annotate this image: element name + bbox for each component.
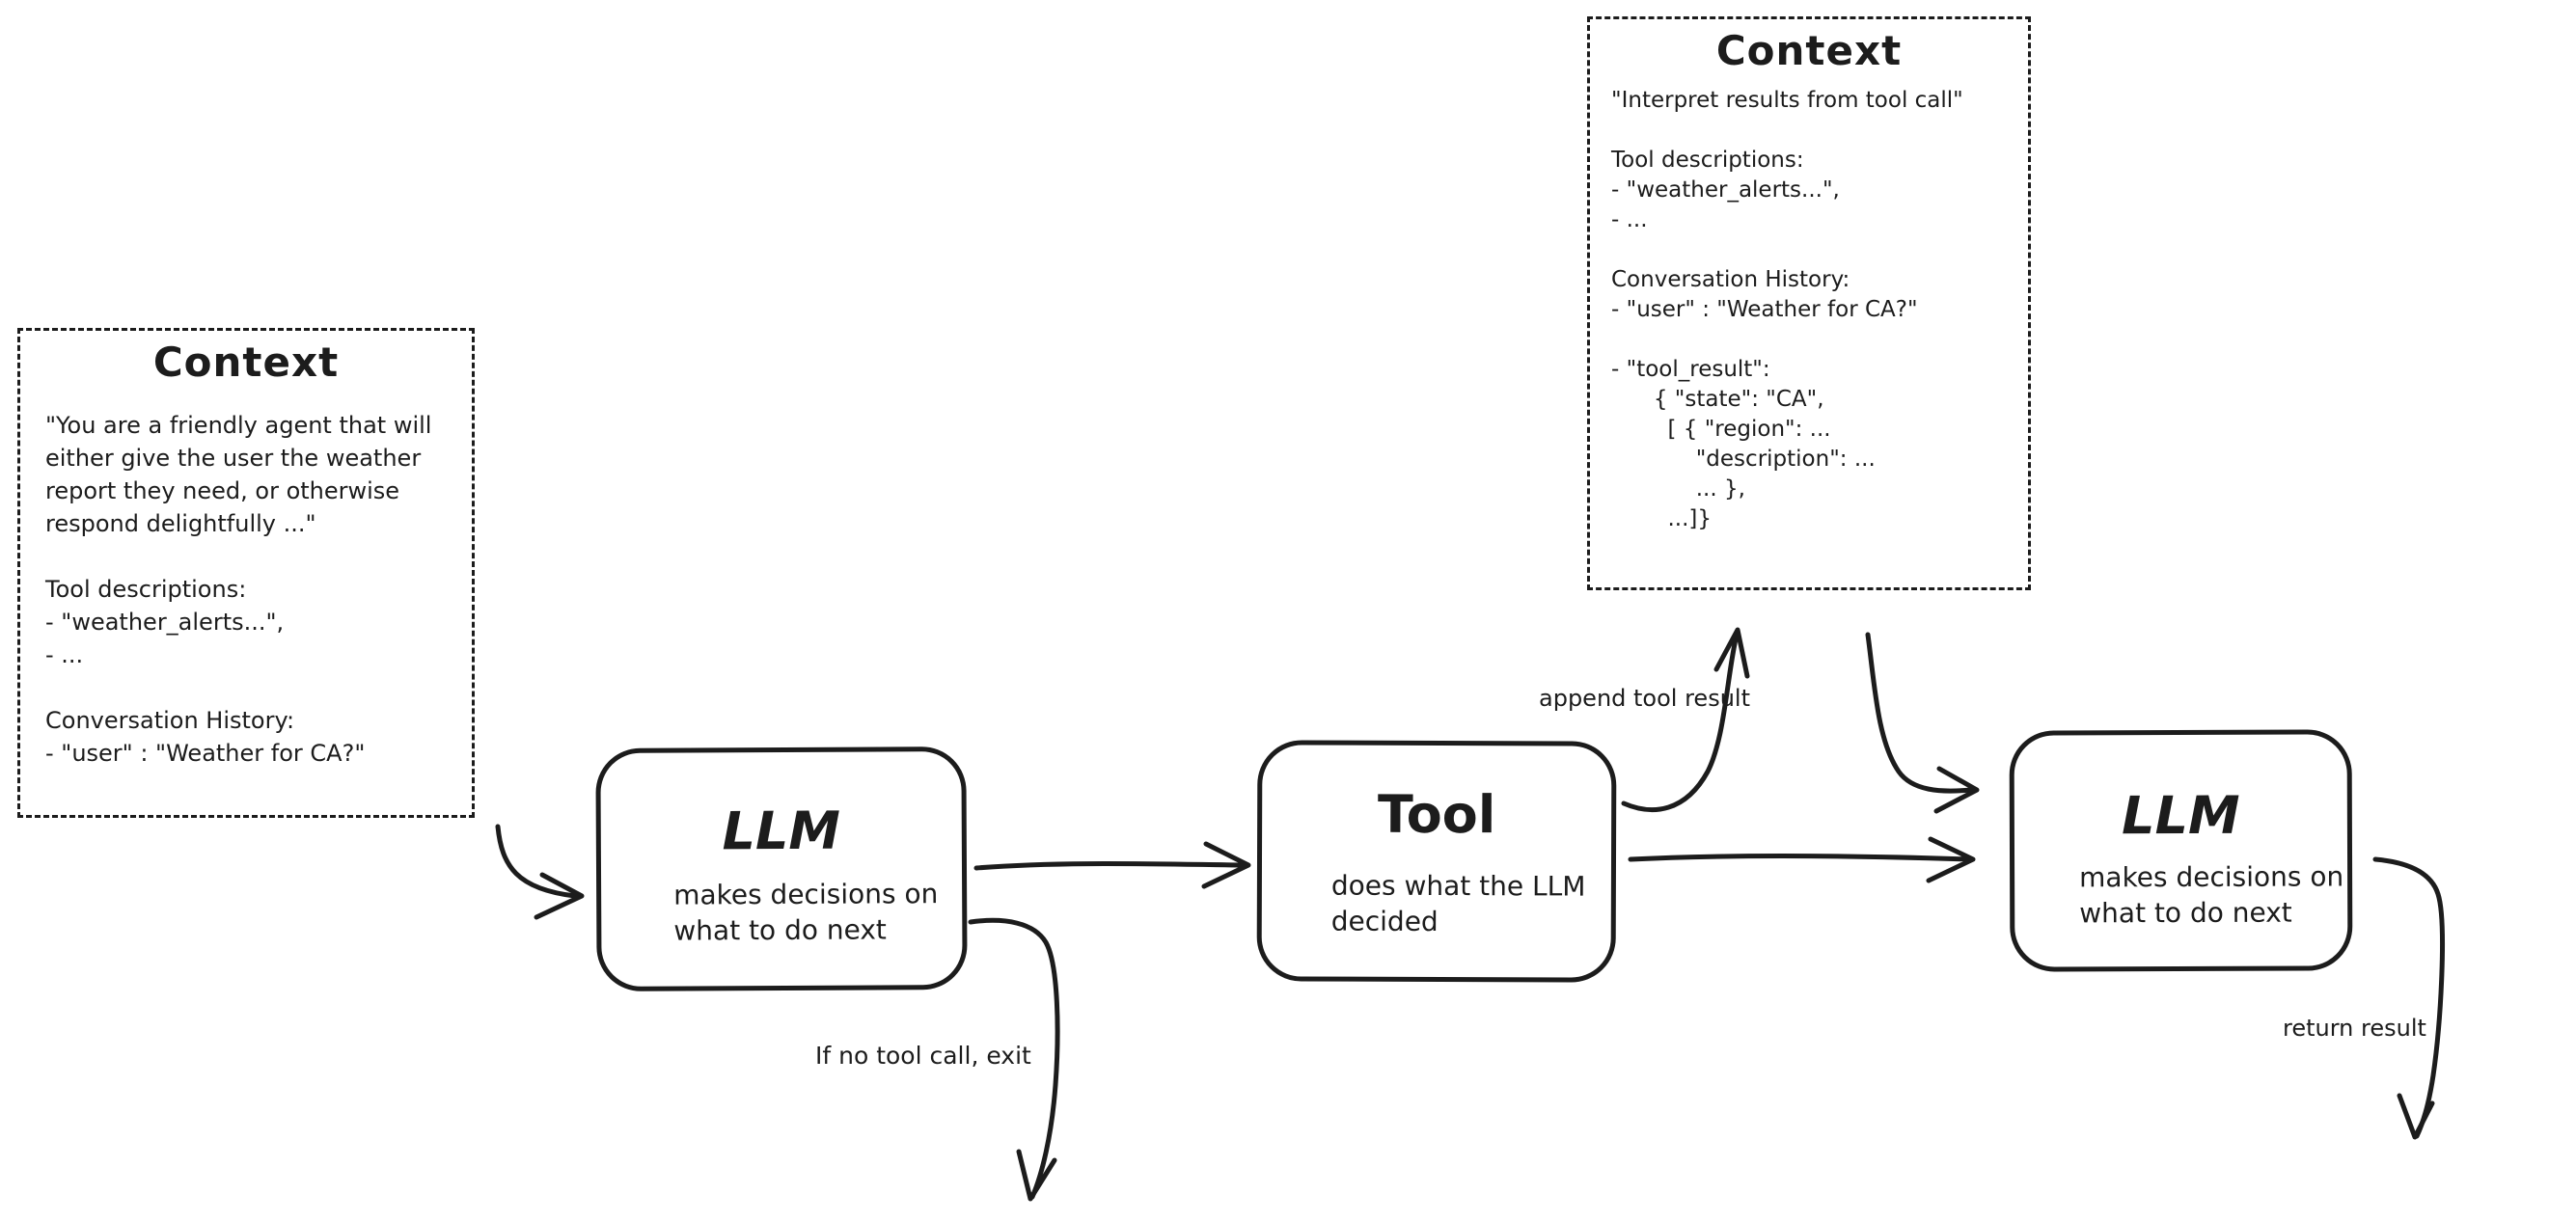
llm-node-2-subtitle: makes decisions on what to do next	[2079, 860, 2344, 930]
context-box-left: Context "You are a friendly agent that w…	[17, 328, 475, 818]
label-return-result: return result	[2283, 1015, 2426, 1042]
tool-node-subtitle: does what the LLM decided	[1330, 869, 1586, 938]
llm-node-1: LLM makes decisions on what to do next	[595, 746, 968, 992]
context-left-body: "You are a friendly agent that will eith…	[45, 412, 432, 767]
arrow-tool-to-llm2	[1628, 836, 1976, 883]
llm-node-2: LLM makes decisions on what to do next	[2009, 729, 2353, 972]
llm-node-1-subtitle: makes decisions on what to do next	[673, 878, 939, 947]
arrow-llm1-exit	[968, 917, 1060, 1202]
llm-node-2-title: LLM	[2121, 784, 2240, 847]
context-top-body: "Interpret results from tool call" Tool …	[1611, 88, 1963, 531]
arrow-llm2-return-result	[2372, 856, 2445, 1140]
llm-node-1-title: LLM	[722, 800, 841, 862]
arrow-context-top-to-llm2	[1865, 632, 1980, 814]
label-append-tool-result: append tool result	[1539, 685, 1750, 712]
label-if-no-tool-call-exit: If no tool call, exit	[815, 1042, 1031, 1070]
arrow-context-left-to-llm1	[495, 824, 585, 920]
tool-node: Tool does what the LLM decided	[1256, 740, 1617, 983]
arrow-llm1-to-tool	[973, 841, 1251, 889]
context-left-title: Context	[152, 339, 340, 386]
arrow-tool-to-context-top	[1621, 627, 1750, 812]
tool-node-title: Tool	[1377, 783, 1496, 846]
context-box-top: Context "Interpret results from tool cal…	[1587, 16, 2031, 590]
context-top-title: Context	[1715, 27, 1903, 74]
